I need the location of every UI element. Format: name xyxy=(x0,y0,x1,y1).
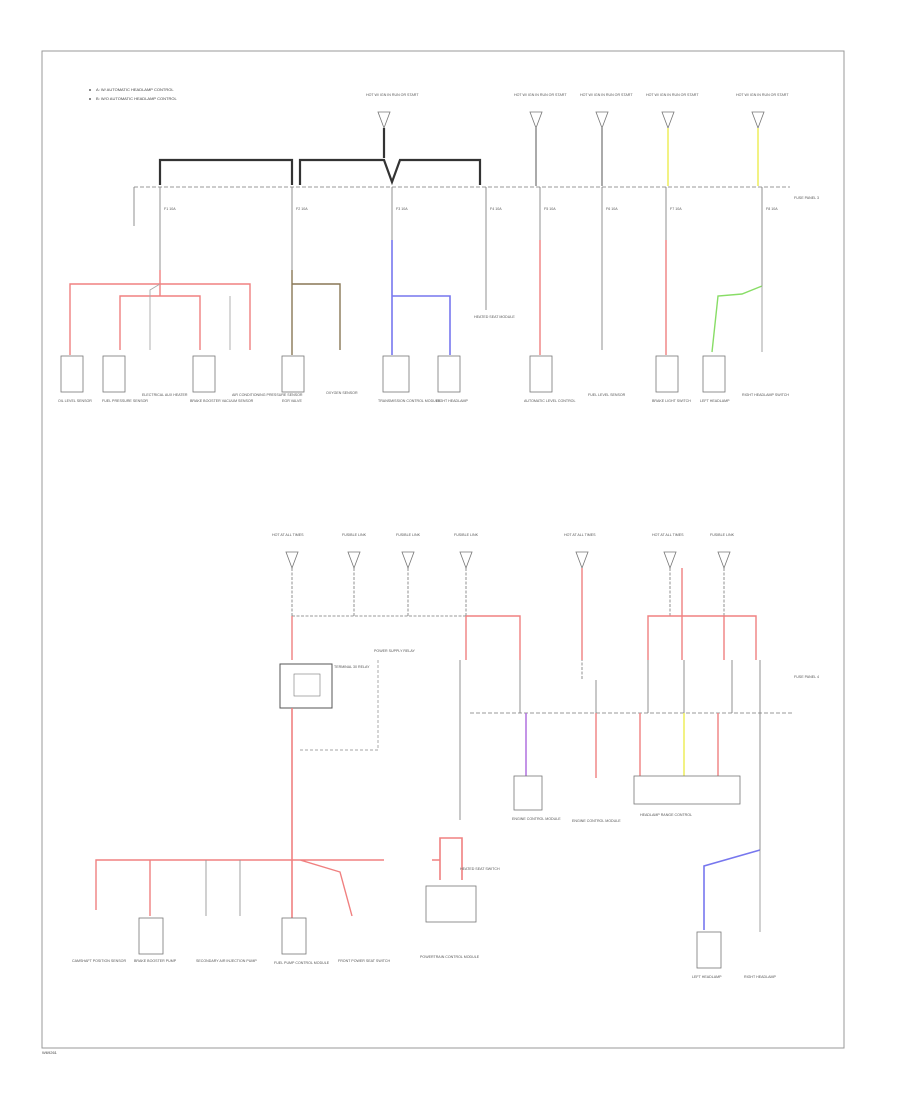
bottom-source-2: FUSIBLE LINK xyxy=(342,533,367,537)
top-component-boxes xyxy=(60,355,726,393)
top-source-1: HOT W/ IGN IN RUN OR START xyxy=(366,93,419,130)
bottom-source-drops xyxy=(291,568,725,680)
top-comp-brake-booster: BRAKE BOOSTER VACUUM SENSOR xyxy=(190,399,254,403)
top-comp-level-control: AUTOMATIC LEVEL CONTROL xyxy=(524,399,575,403)
bottom-component-boxes xyxy=(138,917,722,969)
legend-bullet-b xyxy=(89,98,91,100)
top-comp-tcm: TRANSMISSION CONTROL MODULE xyxy=(378,399,441,403)
top-source-3: HOT W/ IGN IN RUN OR START xyxy=(580,93,633,130)
top-source-4: HOT W/ IGN IN RUN OR START xyxy=(646,93,699,130)
red-bottom-bus xyxy=(95,859,384,917)
source-drop-wires xyxy=(535,128,603,186)
top-comp-aux-heater: ELECTRICAL AUX HEATER xyxy=(142,393,188,397)
top-fuse-5: F5 10A xyxy=(544,207,556,211)
footer-code: W69261 xyxy=(42,1050,58,1055)
svg-text:HOT W/ IGN IN RUN OR START: HOT W/ IGN IN RUN OR START xyxy=(646,93,699,97)
bottom-fuse-drops xyxy=(459,660,761,850)
bottom-comp-heated-seat-switch: HEATED SEAT SWITCH xyxy=(460,867,500,871)
top-comp-oxygen: OXYGEN SENSOR xyxy=(326,391,358,395)
top-comp-egr: EGR VALVE xyxy=(282,399,302,403)
legend-line-b: B: W/O AUTOMATIC HEADLAMP CONTROL xyxy=(96,96,177,101)
svg-text:HOT W/ IGN IN RUN OR START: HOT W/ IGN IN RUN OR START xyxy=(366,93,419,97)
blue-wire-bottom xyxy=(703,849,761,930)
red-wire-left-group xyxy=(69,270,251,355)
top-fuse-3: F3 10A xyxy=(396,207,408,211)
bottom-comp-right-headlamp: RIGHT HEADLAMP xyxy=(744,975,776,979)
red-dist-wire-right xyxy=(581,568,757,660)
top-source-2: HOT W/ IGN IN RUN OR START xyxy=(514,93,567,130)
top-comp-ac-pressure: AIR CONDITIONING PRESSURE SENSOR xyxy=(232,393,303,397)
diagram-frame xyxy=(41,50,845,1049)
blue-wire xyxy=(391,240,451,355)
top-comp-fuel-level: FUEL LEVEL SENSOR xyxy=(588,393,626,397)
gray-wire-left-group xyxy=(149,283,231,350)
bottom-bus-label: FUSE PANEL 4 xyxy=(794,675,819,679)
top-source-5: HOT W/ IGN IN RUN OR START xyxy=(736,93,789,130)
top-comp-headlamp-switch: RIGHT HEADLAMP SWITCH xyxy=(742,393,789,397)
bottom-module-terminal30-label: TERMINAL 30 RELAY xyxy=(334,665,370,669)
top-fuse-drops xyxy=(133,187,763,350)
gray-bottom-drops xyxy=(205,860,241,916)
top-fuse-2: F2 10A xyxy=(296,207,308,211)
bottom-module-ecm-label: ENGINE CONTROL MODULE xyxy=(512,817,561,821)
top-comp-fuel-pressure: FUEL PRESSURE SENSOR xyxy=(102,399,148,403)
top-fuse-7: F7 10A xyxy=(670,207,682,211)
bottom-source-3: FUSIBLE LINK xyxy=(396,533,421,537)
svg-text:HOT W/ IGN IN RUN OR START: HOT W/ IGN IN RUN OR START xyxy=(736,93,789,97)
bottom-comp-secondary-air: SECONDARY AIR INJECTION PUMP xyxy=(196,959,257,963)
bottom-box-ecm xyxy=(513,775,543,811)
bottom-box-pcm xyxy=(425,885,477,923)
olive-wire xyxy=(291,270,341,355)
top-comp-left-headlamp: LEFT HEADLAMP xyxy=(700,399,730,403)
bottom-source-6: HOT AT ALL TIMES xyxy=(652,533,684,537)
top-fuse-1: F1 10A xyxy=(164,207,176,211)
bottom-comp-camshaft: CAMSHAFT POSITION SENSOR xyxy=(72,959,126,963)
black-feed-wire xyxy=(158,128,482,186)
red-wire-bottom-right xyxy=(639,713,719,778)
bottom-source-5: HOT AT ALL TIMES xyxy=(564,533,596,537)
svg-text:HOT W/ IGN IN RUN OR START: HOT W/ IGN IN RUN OR START xyxy=(580,93,633,97)
relay-dashed-loop xyxy=(300,660,379,751)
legend-bullet-a xyxy=(89,89,91,91)
top-comp-brake-light: BRAKE LIGHT SWITCH xyxy=(652,399,691,403)
top-fuse-4: F4 10A xyxy=(490,207,502,211)
bottom-comp-ecm: ENGINE CONTROL MODULE xyxy=(572,819,621,823)
bottom-module-pcm-label: POWERTRAIN CONTROL MODULE xyxy=(420,955,480,959)
top-comp-right-headlamp: RIGHT HEADLAMP xyxy=(436,399,468,403)
bottom-module-power-relay-label: POWER SUPPLY RELAY xyxy=(374,649,416,653)
legend-line-a: A: W/ AUTOMATIC HEADLAMP CONTROL xyxy=(96,87,174,92)
bottom-comp-left-headlamp: LEFT HEADLAMP xyxy=(692,975,722,979)
red-pcm-loop xyxy=(432,837,463,880)
green-wire xyxy=(711,285,763,353)
top-fuse-6: F6 10A xyxy=(606,207,618,211)
bottom-box-headlamp-range xyxy=(633,775,741,805)
top-bus-label: FUSE PANEL 3 xyxy=(794,196,819,200)
top-comp-oil-level: OIL LEVEL SENSOR xyxy=(58,399,92,403)
bottom-source-connectors xyxy=(285,551,731,570)
bottom-module-terminal30 xyxy=(279,663,333,709)
top-fuse-8: F8 10A xyxy=(766,207,778,211)
svg-text:HOT W/ IGN IN RUN OR START: HOT W/ IGN IN RUN OR START xyxy=(514,93,567,97)
bottom-comp-brake-booster: BRAKE BOOSTER PUMP xyxy=(134,959,177,963)
bottom-module-headlamp-range-label: HEADLAMP RANGE CONTROL xyxy=(640,813,692,817)
bottom-source-7: FUSIBLE LINK xyxy=(710,533,735,537)
red-dist-wire-center xyxy=(291,615,521,660)
bottom-comp-power-seat: FRONT POWER SEAT SWITCH xyxy=(338,959,391,963)
bottom-source-4: FUSIBLE LINK xyxy=(454,533,479,537)
bottom-comp-fuel-pump: FUEL PUMP CONTROL MODULE xyxy=(274,961,330,965)
top-comp-heated-seat: HEATED SEAT MODULE xyxy=(474,315,515,319)
bottom-source-1: HOT AT ALL TIMES xyxy=(272,533,304,537)
bottom-module-relay-inner xyxy=(293,673,321,697)
